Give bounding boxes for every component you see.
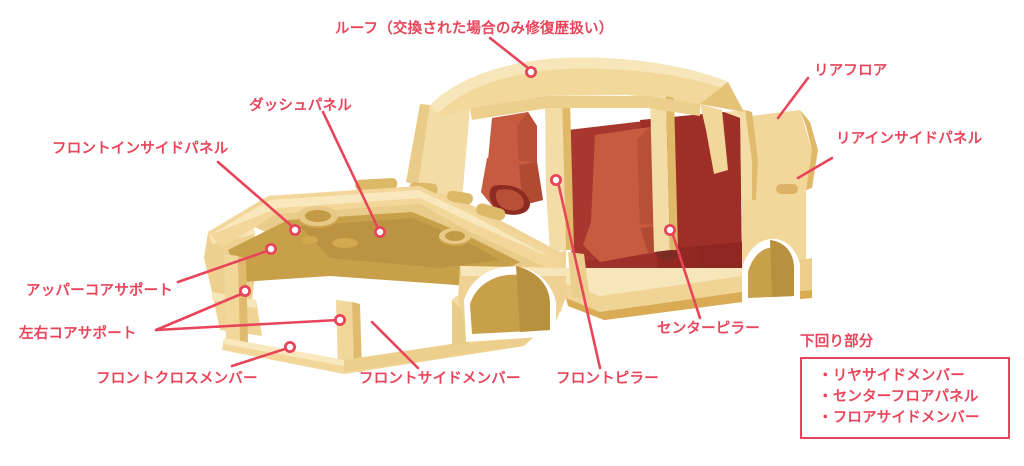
marker-core-support-b <box>333 313 346 326</box>
marker-front-inside-panel <box>288 223 301 236</box>
leader-center-pillar <box>670 230 702 320</box>
leader-rear-inside-panel <box>796 156 834 180</box>
callout-label-front-pillar: フロントピラー <box>556 371 659 387</box>
marker-front-pillar <box>550 173 563 186</box>
callout-label-dash-panel: ダッシュパネル <box>249 98 352 114</box>
underbody-list-box: ・リヤサイドメンバー ・センターフロアパネル ・フロアサイドメンバー <box>800 357 1010 440</box>
body-frame <box>204 57 744 374</box>
underbody-list-item: ・センターフロアパネル <box>818 389 979 406</box>
callout-label-roof: ルーフ（交換された場合のみ修復歴扱い） <box>335 21 614 37</box>
marker-front-cross-member <box>283 340 296 353</box>
callout-label-rear-inside-panel: リアインサイドパネル <box>836 131 983 147</box>
callout-markers <box>238 66 677 353</box>
leader-rear-floor <box>776 76 810 120</box>
front-seat <box>481 112 543 215</box>
underbody-title: 下回り部分 <box>800 334 874 350</box>
leader-roof <box>488 36 530 70</box>
callout-label-rear-floor: リアフロア <box>814 63 888 79</box>
marker-core-support-a <box>238 284 251 297</box>
marker-upper-core-support <box>264 242 277 255</box>
leader-front-cross-member <box>230 346 290 368</box>
underbody-list-item: ・リヤサイドメンバー <box>818 368 965 384</box>
callout-label-front-inside-panel: フロントインサイドパネル <box>52 141 229 157</box>
leader-core-support-b <box>154 318 340 332</box>
marker-dash-panel <box>373 225 386 238</box>
leader-core-support-a <box>154 290 248 332</box>
callout-label-front-side-member: フロントサイドメンバー <box>359 371 521 387</box>
leader-front-inside-panel <box>216 160 296 230</box>
leader-front-side-member <box>370 320 420 370</box>
leader-upper-core-support <box>176 248 272 284</box>
underbody-list-item: ・フロアサイドメンバー <box>818 410 980 427</box>
marker-center-pillar <box>664 223 677 236</box>
underbody-section: 下回り部分 ・リヤサイドメンバー ・センターフロアパネル ・フロアサイドメンバー <box>800 330 1010 440</box>
callout-label-side-core-support: 左右コアサポート <box>19 326 137 342</box>
marker-roof <box>525 66 538 79</box>
callout-label-front-cross-member: フロントクロスメンバー <box>96 371 258 387</box>
callout-label-center-pillar: センターピラー <box>657 321 760 337</box>
rear-body-section <box>724 110 818 302</box>
leader-dash-panel <box>321 110 380 230</box>
leader-front-pillar <box>556 180 602 370</box>
callout-label-upper-core-support: アッパーコアサポート <box>26 283 173 299</box>
